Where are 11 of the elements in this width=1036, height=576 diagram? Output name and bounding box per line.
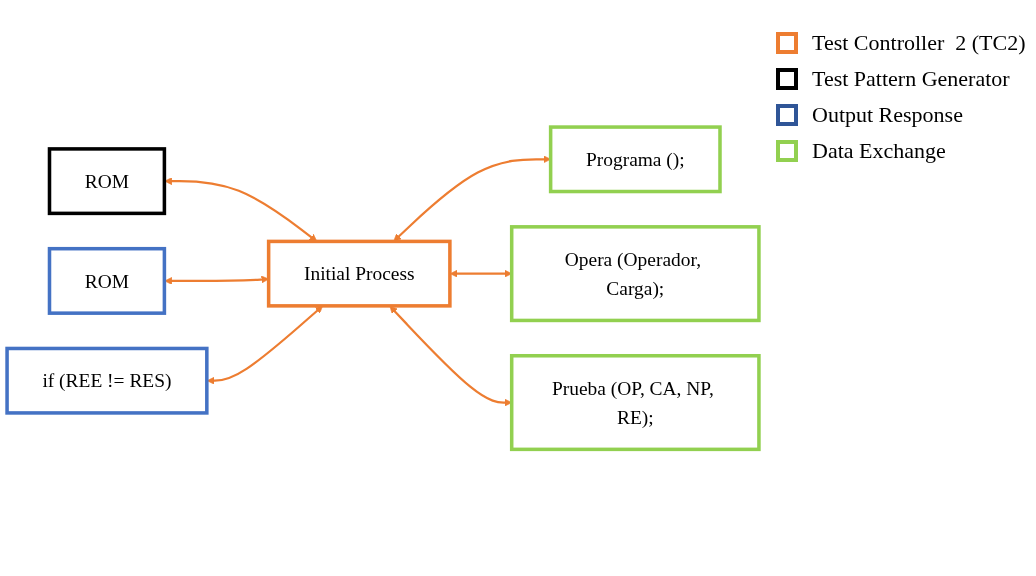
legend-text: Data Exchange xyxy=(812,138,946,164)
legend-text: Test Pattern Generator xyxy=(812,66,1010,92)
node-box: ROM xyxy=(47,146,167,215)
legend-text: Test Controller 2 (TC2) xyxy=(812,30,1026,56)
node-box: Prueba (OP, CA, NP, RE); xyxy=(509,353,761,451)
node-box: ROM xyxy=(47,246,167,315)
legend-text: Output Response xyxy=(812,102,963,128)
node-box: Initial Process xyxy=(266,239,452,308)
node-box: if (REE != RES) xyxy=(5,346,209,415)
node-box: Programa (); xyxy=(548,125,722,194)
node-box: Opera (Operador, Carga); xyxy=(509,224,761,322)
